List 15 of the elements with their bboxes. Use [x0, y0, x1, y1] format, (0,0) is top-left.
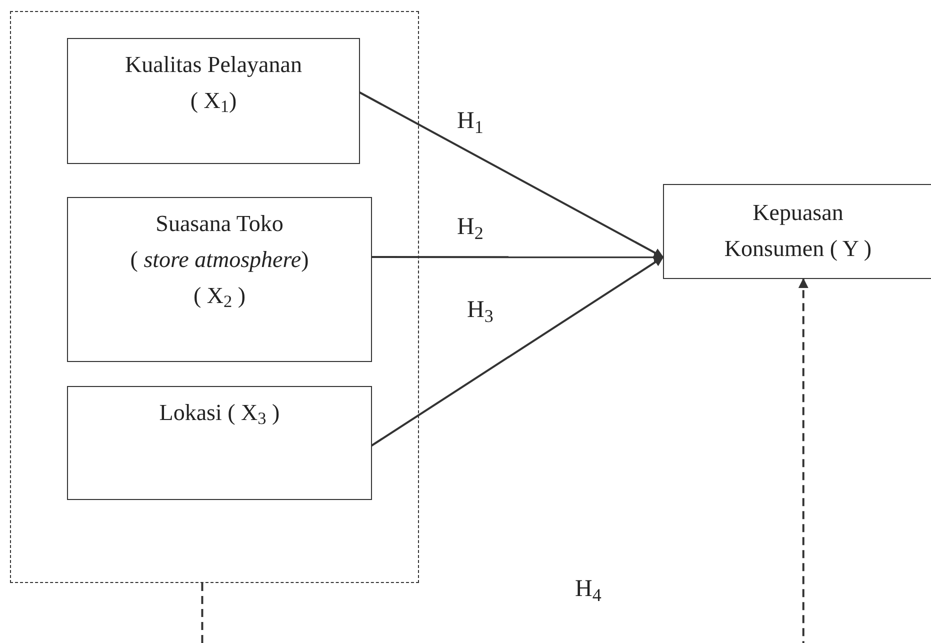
variable-box: [67, 197, 372, 362]
variable-label: Lokasi ( X$_{3}$ ): [159, 399, 280, 430]
variable-box: [663, 184, 931, 279]
variable-label: Kepuasan Konsumen ( Y ): [723, 199, 873, 263]
arrow: [201, 278, 808, 643]
variable-label: ( store atmosphere): [130, 246, 309, 274]
variable-label: ( X$_{2}$ ): [193, 282, 246, 314]
dashed-group-box: [10, 11, 419, 583]
variable-label: Kualitas Pelayanan: [125, 51, 302, 79]
variable-box: [67, 38, 360, 164]
variable-label: ( X$_{1}$): [190, 87, 237, 118]
variable-box: [67, 386, 372, 500]
variable-label: Suasana Toko: [156, 210, 284, 238]
arrow: [370, 256, 664, 447]
arrow: [358, 91, 664, 258]
